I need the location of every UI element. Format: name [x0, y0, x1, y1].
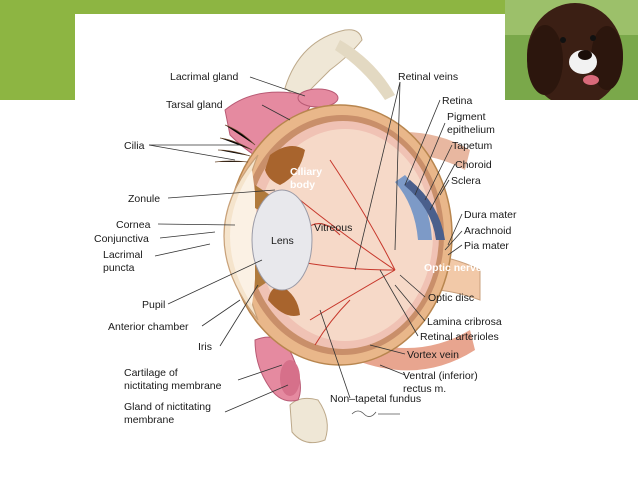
label-pia-mater: Pia mater — [464, 240, 509, 252]
label-cartilage-2: nictitating membrane — [124, 380, 222, 392]
label-retinal-arterioles: Retinal arterioles — [420, 331, 499, 343]
label-dura-mater: Dura mater — [464, 209, 517, 221]
label-ciliary-body-1: Ciliary — [290, 166, 322, 178]
ciliary-body-lower — [268, 285, 300, 316]
label-lamina-cribrosa: Lamina cribrosa — [427, 316, 502, 328]
anterior-chamber-shape — [230, 170, 257, 305]
dog-photo — [505, 0, 638, 100]
label-tapetum: Tapetum — [452, 140, 493, 152]
label-pupil: Pupil — [142, 299, 165, 311]
orbital-bone-lower — [289, 397, 328, 444]
label-optic-disc: Optic disc — [428, 292, 474, 304]
label-ciliary-body-2: body — [290, 179, 315, 191]
label-choroid: Choroid — [455, 159, 492, 171]
nictitating-gland-shape — [280, 360, 300, 396]
label-retina: Retina — [442, 95, 473, 107]
label-gland-nictitating-2: membrane — [124, 414, 174, 426]
label-lacrimal-gland: Lacrimal gland — [170, 71, 238, 83]
label-conjunctiva: Conjunctiva — [94, 233, 149, 245]
label-zonule: Zonule — [128, 193, 160, 205]
header-accent-bar — [0, 0, 638, 14]
label-ventral-2: rectus m. — [403, 383, 446, 395]
label-gland-nictitating-1: Gland of nictitating — [124, 401, 211, 413]
cilia-lashes — [214, 124, 256, 163]
pigment-epithelium-shape — [404, 180, 445, 240]
label-iris: Iris — [198, 341, 212, 353]
label-anterior-chamber: Anterior chamber — [108, 321, 189, 333]
label-sclera: Sclera — [451, 175, 481, 187]
label-lacrimal-puncta-2: puncta — [103, 262, 135, 274]
artist-signature — [351, 410, 400, 417]
label-lens: Lens — [271, 235, 294, 247]
label-pigment-2: epithelium — [447, 124, 495, 136]
label-ventral-1: Ventral (inferior) — [403, 370, 478, 382]
label-retinal-veins: Retinal veins — [398, 71, 458, 83]
tapetum-shape — [395, 175, 432, 240]
label-cartilage-1: Cartilage of — [124, 367, 178, 379]
corner-accent-block — [0, 0, 75, 100]
leader-lines-left — [148, 76, 306, 413]
ventral-rectus-muscle — [355, 330, 475, 371]
label-tarsal-gland: Tarsal gland — [166, 99, 223, 111]
label-lacrimal-puncta-1: Lacrimal — [103, 249, 143, 261]
label-arachnoid: Arachnoid — [464, 225, 511, 237]
orbital-bone-ridge — [335, 40, 395, 100]
ciliary-body-upper — [265, 146, 305, 185]
leader-lines-right — [319, 81, 463, 399]
label-cilia: Cilia — [124, 140, 145, 152]
label-pigment-1: Pigment — [447, 111, 486, 123]
dog-photo-illustration — [505, 0, 638, 100]
label-cornea: Cornea — [116, 219, 151, 231]
label-non-tapetal-fundus: Non–tapetal fundus — [330, 393, 421, 405]
lacrimal-gland-shape — [297, 88, 339, 108]
label-vitreous: Vitreous — [314, 222, 352, 234]
lens-shape — [251, 189, 313, 291]
label-vortex-vein: Vortex vein — [407, 349, 459, 361]
label-optic-nerve: Optic nerve — [424, 262, 482, 274]
